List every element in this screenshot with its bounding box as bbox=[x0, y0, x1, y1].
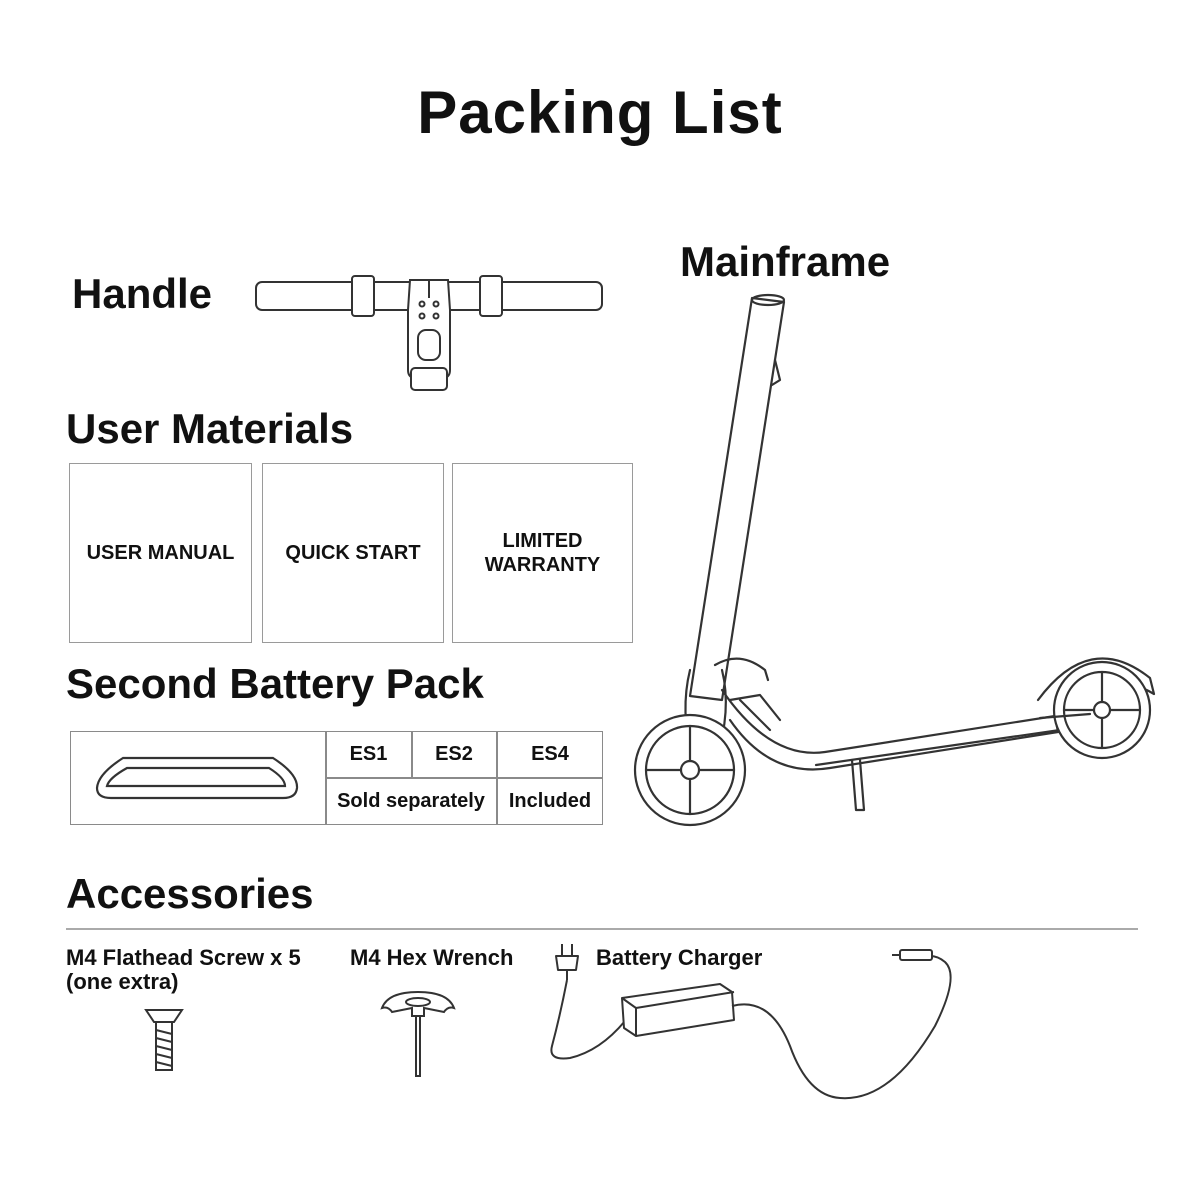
section-heading-handle: Handle bbox=[72, 270, 213, 317]
battery-pack-illustration bbox=[95, 756, 299, 800]
battery-included: Included bbox=[508, 790, 592, 812]
battery-model-es1: ES1 bbox=[349, 743, 388, 765]
battery-model-es4: ES4 bbox=[531, 743, 569, 765]
section-heading-accessories: Accessories bbox=[66, 870, 314, 917]
section-heading-second-battery: Second Battery Pack bbox=[66, 660, 484, 707]
battery-model-es2: ES2 bbox=[435, 743, 473, 765]
battery-table: ES1 ES2 ES4 Sold separately Included bbox=[70, 731, 603, 825]
handle-illustration bbox=[255, 275, 603, 391]
quick-start-card: QUICK START bbox=[262, 463, 444, 643]
battery-sold-separately: Sold separately bbox=[337, 790, 485, 812]
limited-warranty-card: LIMITED WARRANTY bbox=[452, 463, 633, 643]
section-heading-user-materials: User Materials bbox=[66, 405, 354, 452]
section-heading-mainframe: Mainframe bbox=[680, 238, 891, 285]
battery-charger-icon bbox=[550, 944, 952, 1100]
user-manual-card: USER MANUAL bbox=[69, 463, 252, 643]
screw-icon bbox=[144, 1009, 184, 1071]
screw-label: M4 Flathead Screw x 5 bbox=[66, 945, 301, 970]
battery-charger-label: Battery Charger bbox=[596, 945, 763, 970]
hex-wrench-label: M4 Hex Wrench bbox=[350, 945, 514, 970]
page-title: Packing List bbox=[417, 79, 783, 146]
hex-wrench-icon bbox=[380, 990, 456, 1077]
screw-sublabel: (one extra) bbox=[66, 969, 179, 994]
scooter-illustration bbox=[633, 293, 1156, 827]
accessories-divider bbox=[66, 928, 1138, 930]
